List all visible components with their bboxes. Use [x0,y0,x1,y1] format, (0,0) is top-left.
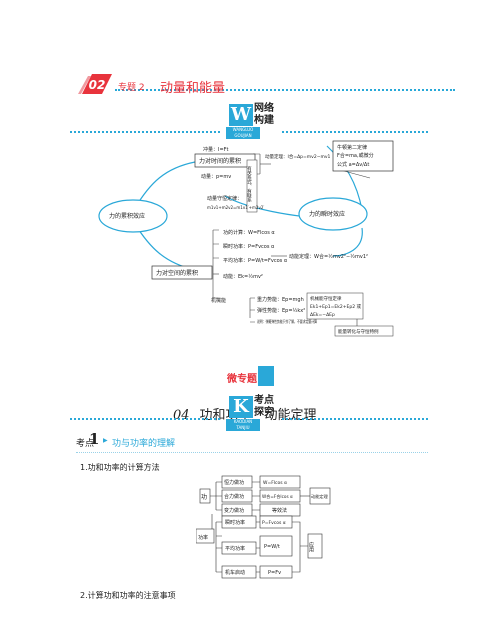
point-number: 1 [89,430,100,448]
header-rule [115,89,455,91]
section-pinyin: WANGLUO GOUJIAN [226,127,260,139]
chapter-number: 02 [89,78,106,92]
flow-variable-force: 变力做功 [224,507,244,514]
section-k-name-1: 考点 [254,395,274,406]
flow-kinetic-theorem: 动能定理 [311,493,329,500]
section-letter-w: W [229,104,253,126]
flow-f-instant: P=Fvcos α [262,520,286,526]
section-rule-right [282,131,428,133]
mech-energy: 机械能 [211,297,226,304]
gravity-pe: 重力势能：Ep=mgh [257,296,304,303]
flow-apply: 应用 [308,541,314,553]
node-time: 力对时间的累积 [199,157,241,165]
conservation-momentum: 动量守恒定律： [207,195,242,202]
flow-f-machine: P=Fv [268,570,281,576]
point-rule [76,452,428,453]
node-effect: 力的累积效应 [109,212,145,220]
elastic-pe: 弹性势能：Ep=½kx² [257,307,305,314]
section-k-pinyin: KAODIAN TANJIU [226,419,260,431]
connection: 有关系式、有联系 [247,165,252,203]
flow-machine-start: 机车启动 [225,569,245,576]
micro-topic-flag [258,366,274,386]
energy-conversion: 能量转化与守恒特例 [338,328,379,335]
flow-f-variable: 等效法 [272,507,287,514]
node-space: 力对空间的累积 [156,269,198,277]
power-instant: 瞬时功率：P=Fvcos α [223,243,275,250]
flow-average-power: 平均功率 [225,545,245,552]
flow-power: 功率 [198,534,208,541]
conservation-formula: m1v1+m2v2=m1v1′+m2v2′ [207,205,264,210]
impulse: 冲量：I=Ft [203,146,229,153]
section-k-rule-right [282,418,428,420]
point-title: 功与功率的理解 [112,439,176,449]
flow-f-average: P=W/t [264,544,280,550]
flow-instant-power: 瞬时功率 [225,519,245,526]
flow-diagram: 功 恒力做功 合力做功 变力做功 W=Flcos α W合=F合lcos α 等… [196,475,331,579]
micro-topic: 微专题 [227,374,257,385]
section-letter-k: K [229,396,253,418]
lesson-number: 04 [173,408,190,423]
topic-label: 专题 2 [118,83,145,93]
momentum-theorem: 动量定理：I合=Δp=mv2−mv1 [265,153,331,160]
point-arrow-icon: ▶ [103,437,108,444]
kinetic-energy: 动能：Ek=½mv² [223,273,263,280]
mech-formula1: Ek1+Ep1=Ek2+Ep2 或 [310,303,361,310]
mech-formula2: ΔEk=−ΔEp [310,312,335,318]
power-average: 平均功率：P=W/t=Fvcos α [223,257,288,264]
heading-1: 1.功和功率的计算方法 [80,463,160,472]
chapter-title: 动量和能量 [160,81,226,96]
point-label: 考点 [76,439,95,449]
newton-formula2: 公式 a=Δv/Δt [337,161,369,168]
mech-conservation: 机械能守恒定律 [310,295,342,302]
section-k-name-2: 探究 [254,407,274,418]
newton-law: 牛顿第二定律 [337,144,367,151]
section-name-2: 构建 [254,115,274,126]
kinetic-theorem: 动能定理：W合=½mv2²−½mv1² [289,253,368,260]
momentum: 动量：p=mv [201,173,231,180]
chapter-badge: 02 [78,74,112,94]
section-k-rule-left [70,418,220,420]
work-formula: 功的计算：W=Flcos α [223,229,275,236]
flow-net-force: 合力做功 [224,493,244,500]
flow-work: 功 [201,493,207,501]
flow-f-net: W合=F合lcos α [262,493,293,500]
node-instant: 力的瞬时效应 [309,210,345,218]
spring-note: 说明：弹簧弹性势能只作了解，不要求定量计算 [257,318,317,324]
heading-2: 2.计算功和功率的注意事项 [80,591,176,600]
newton-formula: F合=ma,或微分 [337,152,374,159]
section-name-1: 网络 [254,103,274,114]
flow-f-constant: W=Flcos α [263,480,287,486]
mind-map: 力对时间的累积 力的累积效应 力对空间的累积 力的瞬时效应 冲量：I=Ft 动量… [98,140,394,337]
section-rule-left [70,131,220,133]
flow-constant-force: 恒力做功 [224,479,244,486]
